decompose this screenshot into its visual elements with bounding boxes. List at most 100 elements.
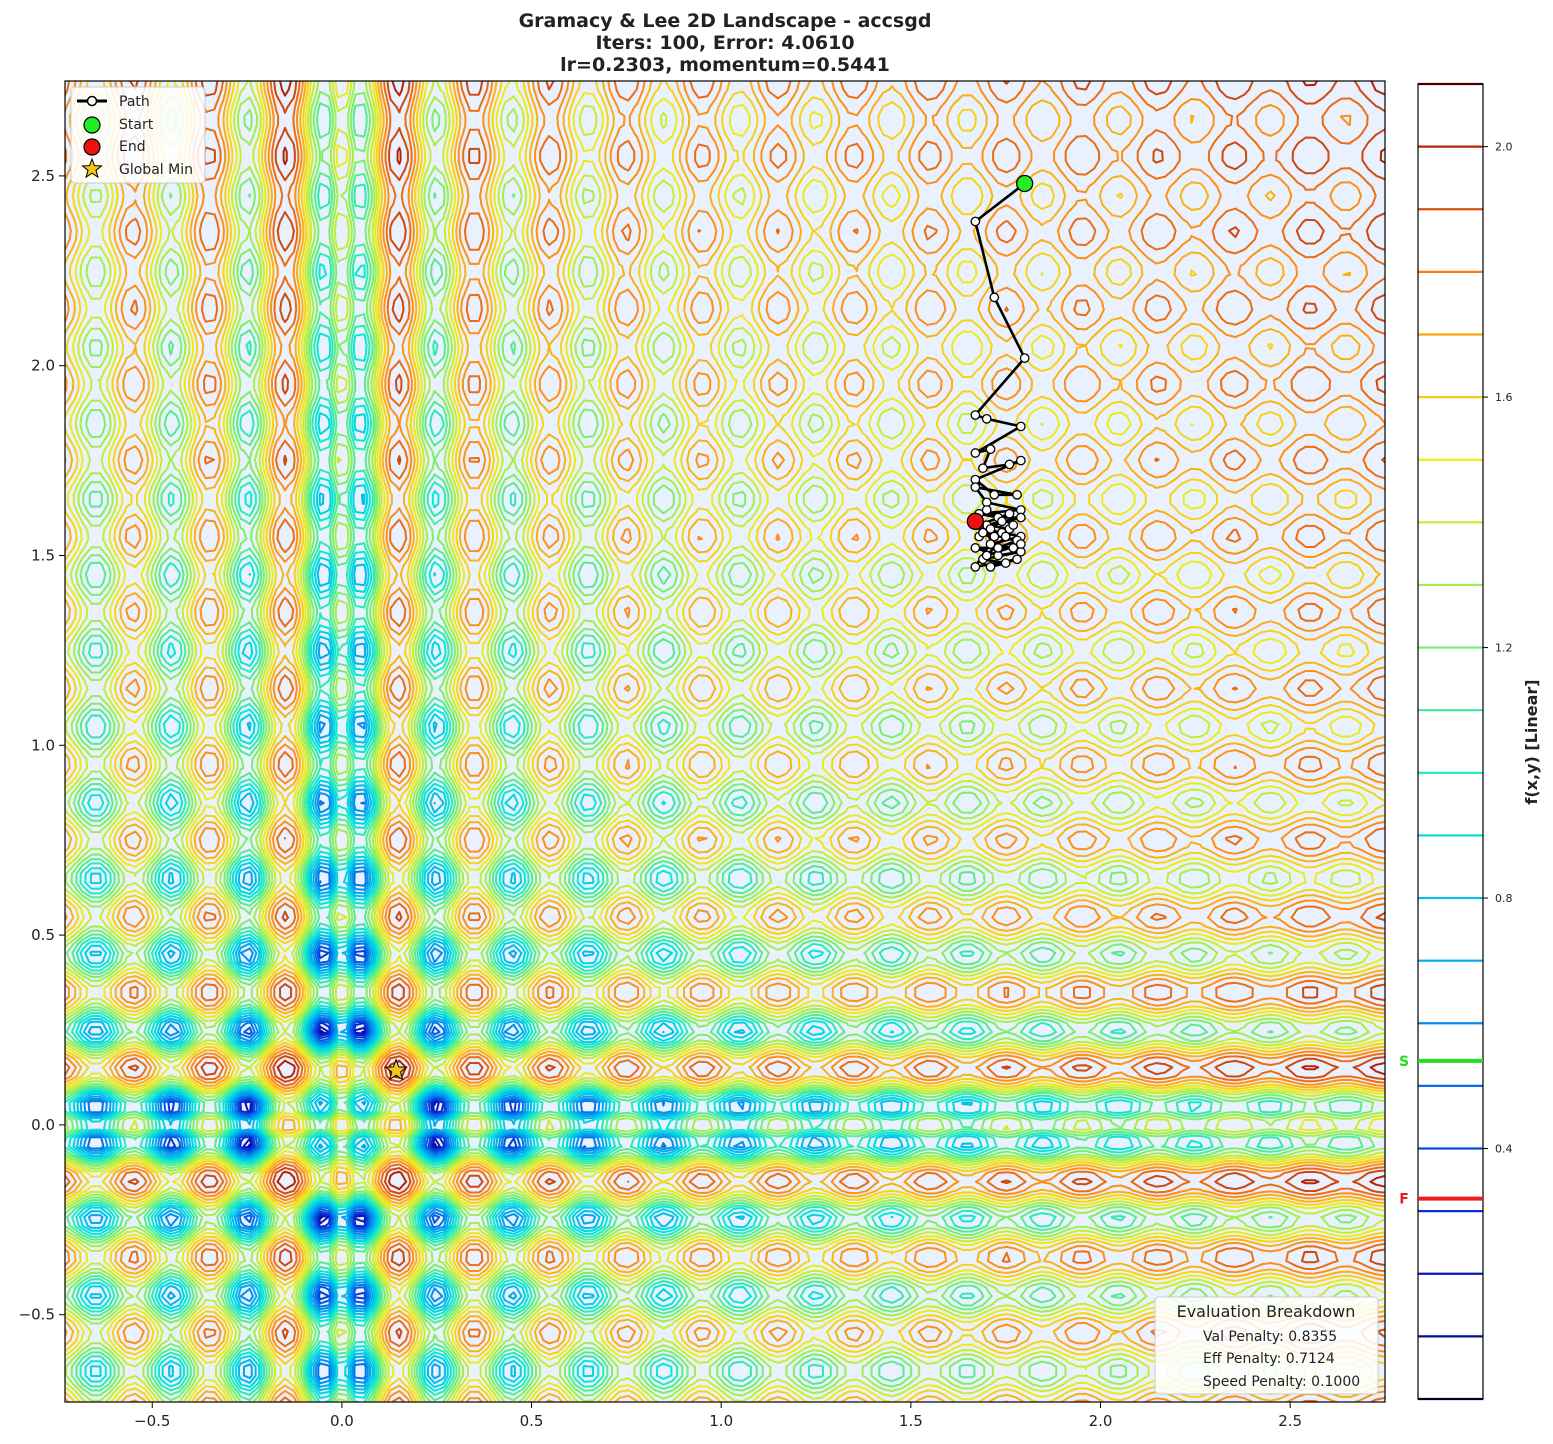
y-tick-label: 1.0 [31,736,55,754]
contour-level [65,81,1385,1402]
contour-level [65,102,1364,1402]
contour-level [127,81,1385,1340]
contour-level [65,182,1284,1402]
path-point [1016,512,1026,523]
contour-level [166,949,518,1301]
path-point [981,413,992,424]
path-point [985,524,996,534]
contour-level [72,412,1054,1395]
path-point [1004,459,1015,470]
path-point [989,531,1000,542]
path-point [1008,543,1019,553]
colorbar-background [1418,84,1483,1399]
colorbar-ticks: 0.4 0.8 1.2 1.6 2.0 [1483,141,1513,1156]
path-point [978,527,988,538]
evaluation-breakdown: Evaluation Breakdown Val Penalty: 0.8355… [1154,1296,1379,1395]
y-tick-label: 2.5 [31,167,55,185]
evaluation-eff-penalty: Eff Penalty: 0.7124 [1203,1351,1335,1367]
contour-level [82,720,746,1385]
evaluation-title: Evaluation Breakdown [1177,1302,1356,1321]
contour-level [65,81,1385,1402]
contour-level [76,492,974,1391]
path-point [1012,489,1022,500]
path-point [985,562,996,572]
contour-level [65,81,1385,1402]
legend-start-marker [83,116,101,134]
y-tick-label: 1.5 [31,546,55,564]
path-point [993,543,1003,553]
y-axis: −0.5 0.0 0.5 1.0 1.5 2.0 2.5 [19,167,65,1324]
contour-level [65,81,1385,1402]
plot-frame [64,80,1386,1403]
marker-layer [384,174,1034,1081]
colorbar-tick-label: 0.4 [1495,1143,1513,1156]
colorbar-marker-label: S [1399,1054,1409,1070]
colorbar-tick-label: 0.8 [1495,892,1513,905]
evaluation-val-penalty: Val Penalty: 0.8355 [1203,1329,1337,1345]
contour-level [65,81,1385,1402]
y-tick-label: 2.0 [31,357,55,375]
path-point [989,489,1000,500]
path-point [1004,508,1015,519]
colorbar-tick-label: 1.6 [1495,391,1513,404]
colorbar-marker-label: F [1399,1192,1409,1208]
path-point [970,482,981,493]
path-point [985,539,996,549]
chart-title-line1: Gramacy & Lee 2D Landscape - accsgd [519,10,932,32]
path-point [1000,558,1011,568]
legend-label-path: Path [119,94,150,110]
colorbar-tick-label: 2.0 [1495,141,1513,154]
legend-box [70,86,206,184]
legend-star-icon [81,157,103,179]
x-axis: −0.5 0.0 0.5 1.0 1.5 2.0 2.5 [134,1402,1302,1430]
path-point [970,543,981,553]
x-tick-label: 1.5 [899,1412,923,1430]
path-point [1012,554,1022,565]
path-point [981,550,992,561]
path-point [985,444,996,455]
evaluation-speed-penalty: Speed Penalty: 0.1000 [1203,1374,1360,1390]
contour-level [65,90,1376,1402]
legend: Path Start End Global Min [70,86,206,184]
legend-label-global-min: Global Min [119,162,193,178]
legend-label-start: Start [119,117,154,133]
contour-level [67,263,1204,1400]
chart-title-line2: Iters: 100, Error: 4.0610 [595,32,854,54]
x-tick-label: 1.0 [709,1412,733,1430]
path-point [970,216,981,227]
global-min-star [384,1058,408,1081]
path-point [1016,421,1026,432]
path-point [1000,531,1011,542]
x-tick-label: 0.5 [520,1412,544,1430]
contour-level [162,880,587,1305]
y-tick-label: −0.5 [19,1306,55,1324]
colorbar-levels [1418,82,1483,1401]
path-point [970,448,981,458]
contour-level [86,800,667,1381]
x-tick-label: 0.0 [330,1412,354,1430]
path-point [970,562,981,572]
path-point [1016,455,1026,466]
end-marker [966,512,984,530]
contour-level [79,641,825,1388]
x-tick-label: 2.5 [1278,1412,1302,1430]
y-tick-label: 0.5 [31,926,55,944]
legend-label-end: End [119,139,146,155]
contour-level [239,1021,445,1228]
colorbar-tick-label: 1.2 [1495,642,1513,655]
plot-area [64,80,1386,1403]
path-point [970,410,981,420]
colorbar-label: f(x,y) [Linear] [1522,679,1541,804]
x-tick-label: 2.0 [1089,1412,1113,1430]
contour-level [65,81,1385,1402]
path-point [981,505,992,515]
x-tick-label: −0.5 [134,1412,170,1430]
path-point [989,292,1000,303]
start-marker [1016,174,1034,193]
path-point [997,516,1007,527]
y-tick-label: 0.0 [31,1116,55,1134]
path-point [1016,539,1026,549]
contour-layer [65,81,1385,1402]
chart-title-line3: lr=0.2303, momentum=0.5441 [560,54,890,76]
